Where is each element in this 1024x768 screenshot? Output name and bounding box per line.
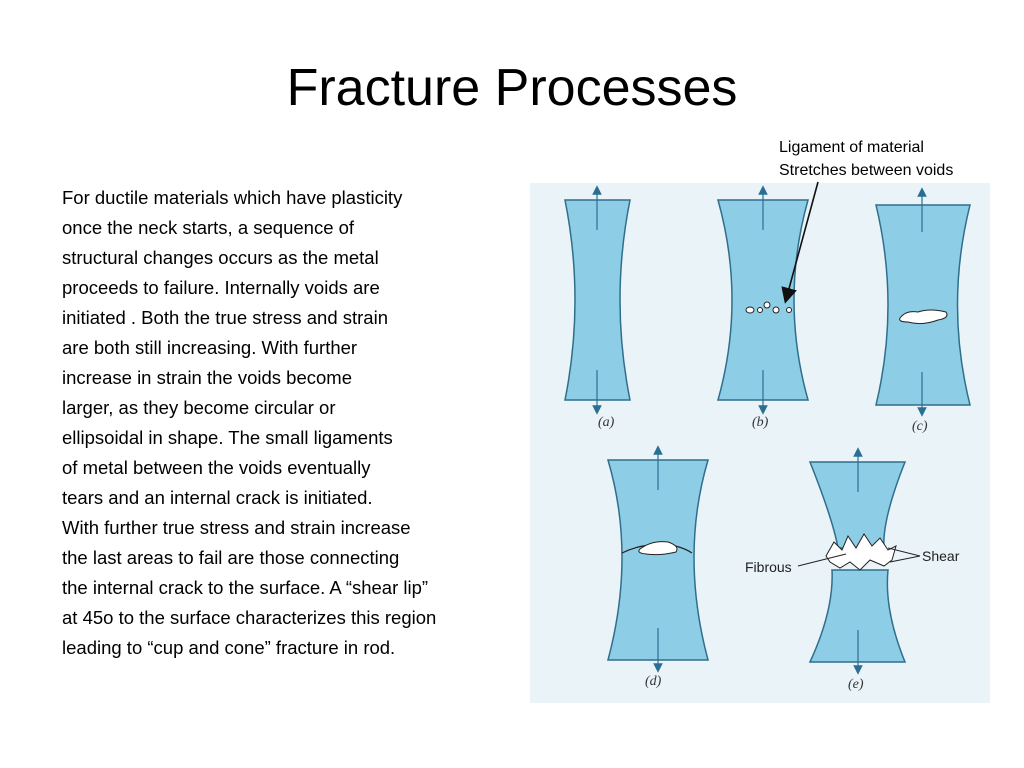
body-line: leading to “cup and cone” fracture in ro…	[62, 637, 396, 658]
panel-label-d: (d)	[645, 674, 662, 689]
callout-line-1: Ligament of material	[779, 139, 924, 156]
body-line: initiated . Both the true stress and str…	[62, 307, 388, 328]
panel-e: (e)	[808, 447, 907, 692]
fracture-e	[825, 533, 897, 571]
body-line: at 45o to the surface characterizes this…	[62, 607, 437, 628]
panel-label-a: (a)	[598, 415, 615, 430]
void-d	[638, 541, 678, 556]
specimen-e-lower	[808, 569, 907, 663]
body-line: larger, as they become circular or	[62, 397, 336, 418]
panel-d: (d)	[606, 445, 710, 689]
panel-label-e: (e)	[848, 677, 864, 692]
body-line: increase in strain the voids become	[62, 367, 352, 388]
body-line: tears and an internal crack is initiated…	[62, 487, 373, 508]
body-line: structural changes occurs as the metal	[62, 247, 379, 268]
panel-label-c: (c)	[912, 419, 928, 434]
body-line: With further true stress and strain incr…	[62, 517, 411, 538]
body-line: the internal crack to the surface. A “sh…	[62, 577, 429, 598]
callout-line-2: Stretches between voids	[779, 162, 954, 179]
body-line: once the neck starts, a sequence of	[62, 217, 355, 238]
body-paragraph: For ductile materials which have plastic…	[62, 183, 532, 663]
fibrous-label: Fibrous	[745, 559, 792, 575]
body-line: of metal between the voids eventually	[62, 457, 371, 478]
body-line: ellipsoidal in shape. The small ligament…	[62, 427, 393, 448]
specimen-c	[875, 204, 971, 406]
slide-title: Fracture Processes	[286, 59, 738, 117]
body-line: are both still increasing. With further	[62, 337, 358, 358]
specimen-a	[564, 199, 631, 401]
panel-b: (b)	[717, 185, 809, 430]
body-line: the last areas to fail are those connect…	[62, 547, 400, 568]
panel-c: (c)	[875, 187, 971, 434]
fibrous-annotation: Fibrous	[745, 553, 847, 575]
ligament-callout: Ligament of material Stretches between v…	[779, 136, 1019, 182]
voids-b	[745, 301, 792, 314]
panel-a: (a)	[564, 185, 631, 430]
shear-annotation: Shear	[887, 547, 960, 564]
callout-arrow	[781, 181, 819, 304]
panel-label-b: (b)	[752, 415, 769, 430]
specimen-d	[606, 459, 710, 661]
body-line: proceeds to failure. Internally voids ar…	[62, 277, 380, 298]
specimen-b	[717, 199, 809, 401]
shear-label: Shear	[922, 548, 960, 564]
void-c	[899, 309, 948, 325]
body-line: For ductile materials which have plastic…	[62, 187, 403, 208]
